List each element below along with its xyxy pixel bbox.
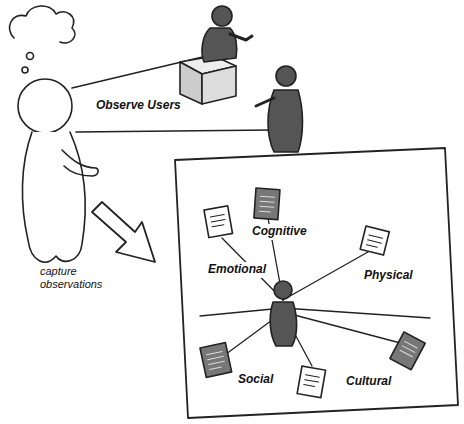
category-label: Cognitive (250, 224, 309, 240)
cube (180, 62, 202, 104)
observer-head (18, 79, 72, 133)
note-card (297, 366, 325, 398)
note-card (254, 188, 280, 220)
user-head (212, 6, 232, 26)
category-label: Cultural (344, 374, 393, 390)
note-card (204, 206, 232, 238)
user-arm (256, 98, 274, 106)
thought-dot (27, 53, 34, 60)
category-label: Emotional (206, 262, 268, 278)
category-label: Physical (362, 268, 415, 284)
observer-body (22, 132, 85, 262)
note-card (390, 332, 425, 370)
action-label: Observe Users (94, 98, 183, 114)
observer-arm (62, 150, 98, 176)
board-lines (200, 218, 430, 366)
user-head (276, 66, 296, 86)
note-card (360, 226, 389, 255)
capture-arrow (92, 202, 155, 262)
cube (202, 66, 236, 104)
user-body (270, 302, 296, 346)
thought-bubble (10, 6, 75, 43)
user-head (274, 281, 292, 299)
thought-dot (22, 67, 28, 73)
note-card (200, 343, 232, 378)
action-label: capture observations (38, 264, 122, 291)
user-arm (230, 34, 252, 40)
category-label: Social (236, 372, 275, 388)
sight-line (76, 130, 272, 132)
observation-board (175, 148, 458, 418)
